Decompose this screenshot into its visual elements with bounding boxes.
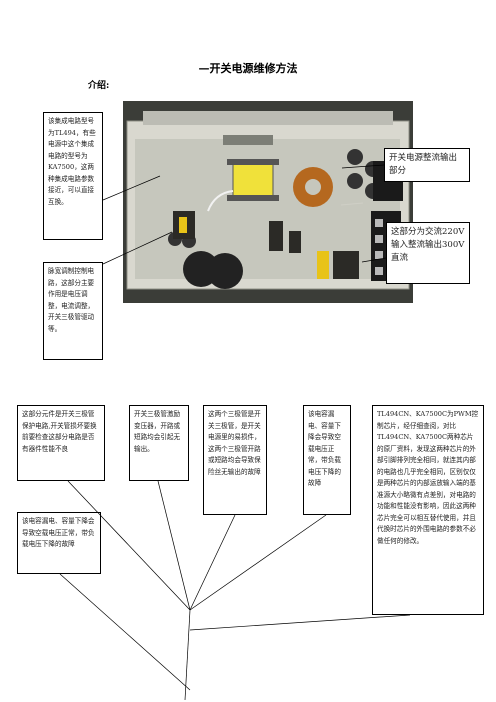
callout-pwm-control: 脉宽调制控制电路，这部分主要作用是电压调整，电流调整，开关三极管驱动等。 [43,262,103,360]
intro-label: 介绍: [88,81,110,91]
note-switch-transistor: 开关三极管激励变压器，开路或短路均会引起无输出。 [129,405,189,481]
note-tl494-desc: TL494CN、KA7500C为PWM控制芯片，经仔细查阅，对比TL494CN、… [372,405,484,615]
callout-ac-input: 这部分为交流220V输入整流输出300V直流 [386,222,470,284]
note-cap-leak-left: 该电容漏电、容量下降会导致空载电压正常，带负载电压下降的故障 [17,512,101,574]
note-two-transistors: 这两个三极管是开关三极管，是开关电源里的易损件，这两个三极管开路或短路均会导致保… [203,405,267,515]
note-cap-leak-right: 该电容漏电、容量下降会导致空载电压正常，带负载电压下降的故障 [303,405,351,515]
page-title: —开关电源维修方法 [198,62,298,75]
note-protection: 这部分元件是开关三极管保护电路,开关管损坏要换前要检查这部分电路是否有器件性能不… [17,405,105,481]
callout-ic-tl494: 该集成电路型号为TL494，有些电源中这个集成电路的型号为KA7500，这两种集… [43,112,103,240]
callout-dc-output: 开关电源整流输出部分 [384,148,470,182]
power-supply-board-photo [123,101,413,303]
